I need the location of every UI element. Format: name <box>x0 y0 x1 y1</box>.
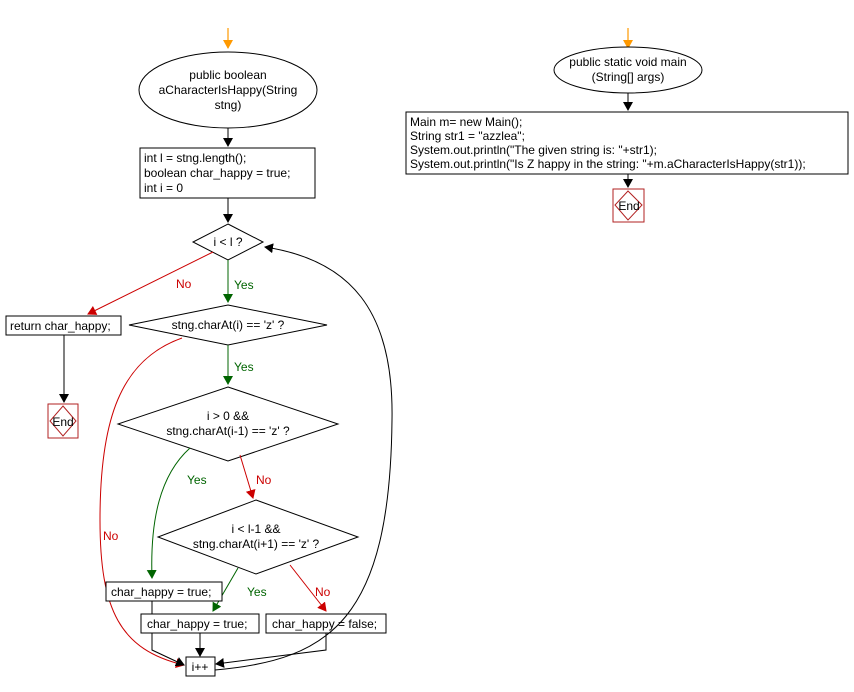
label-yes-loop: Yes <box>234 278 254 292</box>
main-body-line-2: String str1 = "azzlea"; <box>410 129 525 143</box>
init-line-1: int l = stng.length(); <box>144 151 246 165</box>
main-body-block: Main m= new Main(); String str1 = "azzle… <box>405 111 849 175</box>
set-true-left-block: char_happy = true; <box>105 581 223 602</box>
check-next-diamond: i < l-1 && stng.charAt(i+1) == 'z' ? <box>156 499 360 575</box>
check-prev-line-2: stng.charAt(i-1) == 'z' ? <box>166 424 290 438</box>
check-z-diamond: stng.charAt(i) == 'z' ? <box>128 304 328 346</box>
set-false-text: char_happy = false; <box>272 617 377 631</box>
check-next-line-1: i < l-1 && <box>231 522 280 536</box>
arrow-check-prev-yes <box>146 447 191 579</box>
return-text: return char_happy; <box>10 319 111 333</box>
check-prev-diamond: i > 0 && stng.charAt(i-1) == 'z' ? <box>116 386 340 462</box>
init-block: int l = stng.length(); boolean char_happ… <box>139 147 316 199</box>
label-no-loop: No <box>176 277 192 291</box>
set-true-right-block: char_happy = true; <box>140 613 260 634</box>
loop-condition-diamond: i < l ? <box>191 223 265 261</box>
check-prev-line-1: i > 0 && <box>207 409 249 423</box>
set-false-block: char_happy = false; <box>265 613 387 634</box>
increment-block: i++ <box>185 656 216 677</box>
main-signature-line-2: (String[] args) <box>592 70 665 84</box>
function-start-ellipse: public boolean aCharacterIsHappy(String … <box>138 51 318 129</box>
init-line-3: int i = 0 <box>144 181 183 195</box>
label-yes-check-next: Yes <box>247 585 267 599</box>
arrow-check-prev-no <box>239 454 256 499</box>
return-block: return char_happy; <box>5 315 122 336</box>
signature-line-3: stng) <box>215 98 242 112</box>
label-yes-check-prev: Yes <box>187 473 207 487</box>
arrow-check-next-no <box>289 564 327 612</box>
end-text-left: End <box>52 415 73 429</box>
end-text-main: End <box>618 199 639 213</box>
arrow-check-z-no <box>99 337 185 669</box>
main-signature-line-1: public static void main <box>569 55 686 69</box>
end-node-main: End <box>612 188 645 223</box>
arrow-loop-no <box>87 251 214 315</box>
main-body-line-1: Main m= new Main(); <box>410 115 522 129</box>
main-body-line-4: System.out.println("Is Z happy in the st… <box>410 157 806 171</box>
label-no-check-prev: No <box>256 473 272 487</box>
main-body-line-3: System.out.println("The given string is:… <box>410 143 657 157</box>
check-next-line-2: stng.charAt(i+1) == 'z' ? <box>193 537 320 551</box>
init-line-2: boolean char_happy = true; <box>144 166 290 180</box>
label-no-check-next: No <box>315 585 331 599</box>
label-yes-check-z: Yes <box>234 360 254 374</box>
loop-condition-text: i < l ? <box>213 235 242 249</box>
arrow-set-false-incr <box>215 633 327 668</box>
set-true-left-text: char_happy = true; <box>111 585 211 599</box>
arrow-check-next-yes <box>212 567 239 612</box>
label-no-check-z: No <box>103 529 119 543</box>
check-z-text: stng.charAt(i) == 'z' ? <box>172 318 285 332</box>
end-node-left: End <box>47 403 79 439</box>
set-true-right-text: char_happy = true; <box>147 617 247 631</box>
signature-line-1: public boolean <box>189 68 266 82</box>
signature-line-2: aCharacterIsHappy(String <box>159 83 298 97</box>
arrow-loop-back <box>214 243 393 671</box>
main-start-ellipse: public static void main (String[] args) <box>553 46 703 94</box>
increment-text: i++ <box>192 660 209 674</box>
